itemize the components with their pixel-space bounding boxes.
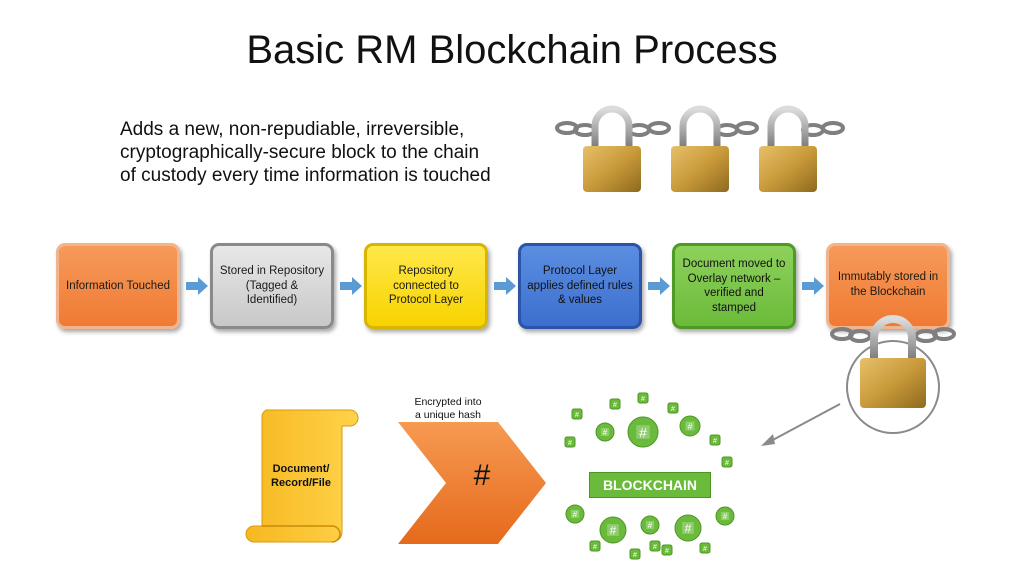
- pointer-arrow-icon: [761, 403, 841, 446]
- arrow-right-icon: [340, 277, 362, 295]
- hash-symbol: #: [473, 459, 491, 492]
- hash-node-icon: #: [679, 415, 701, 437]
- svg-text:#: #: [641, 396, 645, 403]
- document-label: Document/ Record/File: [258, 462, 344, 490]
- description-line: Adds a new, non-repudiable, irreversible…: [120, 119, 465, 140]
- scroll-icon: [245, 409, 359, 543]
- svg-text:#: #: [639, 424, 647, 440]
- step-protocol-layer: Protocol Layer applies defined rules & v…: [518, 243, 642, 329]
- hash-node-icon: #: [640, 515, 660, 535]
- svg-text:#: #: [613, 402, 617, 409]
- hash-node-icon: #: [715, 506, 735, 526]
- description-text: Adds a new, non-repudiable, irreversible…: [120, 118, 540, 187]
- step-information-touched: Information Touched: [56, 243, 180, 329]
- chevron-icon: [398, 422, 546, 544]
- step-stored-in-repository: Stored in Repository (Tagged & Identifie…: [210, 243, 334, 329]
- svg-text:#: #: [653, 544, 657, 551]
- hash-node-icon: #: [629, 548, 641, 560]
- svg-text:#: #: [725, 460, 729, 467]
- hash-node-icon: #: [595, 422, 615, 442]
- hash-node-icon: #: [589, 540, 601, 552]
- hash-caption-line: Encrypted into: [414, 396, 482, 408]
- hash-caption: Encrypted into a unique hash: [398, 396, 498, 422]
- svg-text:#: #: [648, 521, 653, 530]
- svg-text:#: #: [568, 440, 572, 447]
- hash-node-icon: #: [599, 516, 627, 544]
- arrow-right-icon: [494, 277, 516, 295]
- blockchain-cluster-icon: # # # # # # # # # # # # # # # # # # # #: [564, 392, 735, 560]
- document-label-line: Document/: [272, 463, 330, 475]
- svg-text:#: #: [633, 552, 637, 559]
- step-document-moved: Document moved to Overlay network – veri…: [672, 243, 796, 329]
- description-line: cryptographically-secure block to the ch…: [120, 142, 480, 163]
- page-title: Basic RM Blockchain Process: [246, 28, 778, 72]
- svg-text:#: #: [665, 548, 669, 555]
- svg-text:#: #: [685, 522, 692, 536]
- arrow-right-icon: [648, 277, 670, 295]
- hash-node-icon: #: [637, 392, 649, 404]
- blockchain-label: BLOCKCHAIN: [589, 472, 711, 498]
- svg-text:#: #: [603, 428, 608, 437]
- hash-node-icon: #: [721, 456, 733, 468]
- svg-text:#: #: [671, 406, 675, 413]
- document-label-line: Record/File: [271, 477, 331, 489]
- hash-node-icon: #: [571, 408, 583, 420]
- svg-text:#: #: [687, 422, 692, 432]
- svg-text:#: #: [723, 512, 728, 521]
- hash-caption-line: a unique hash: [415, 409, 481, 421]
- hash-node-icon: #: [674, 514, 702, 542]
- hash-node-icon: #: [661, 544, 673, 556]
- hash-node-icon: #: [564, 436, 576, 448]
- hash-node-icon: #: [667, 402, 679, 414]
- step-repository-connected: Repository connected to Protocol Layer: [364, 243, 488, 329]
- arrow-right-icon: [186, 277, 208, 295]
- hash-node-icon: #: [649, 540, 661, 552]
- padlock-chain-icon: [555, 105, 845, 192]
- svg-text:#: #: [593, 544, 597, 551]
- hash-node-icon: #: [627, 416, 659, 448]
- hash-node-icon: #: [565, 504, 585, 524]
- svg-text:#: #: [713, 438, 717, 445]
- arrow-right-icon: [802, 277, 824, 295]
- svg-text:#: #: [575, 412, 579, 419]
- hash-node-icon: #: [699, 542, 711, 554]
- description-line: of custody every time information is tou…: [120, 165, 491, 186]
- padlock-icon: [830, 315, 956, 408]
- step-immutably-stored: Immutably stored in the Blockchain: [826, 243, 950, 329]
- hash-node-icon: #: [709, 434, 721, 446]
- svg-text:#: #: [703, 546, 707, 553]
- svg-text:#: #: [610, 524, 617, 538]
- svg-text:#: #: [573, 510, 578, 519]
- hash-node-icon: #: [609, 398, 621, 410]
